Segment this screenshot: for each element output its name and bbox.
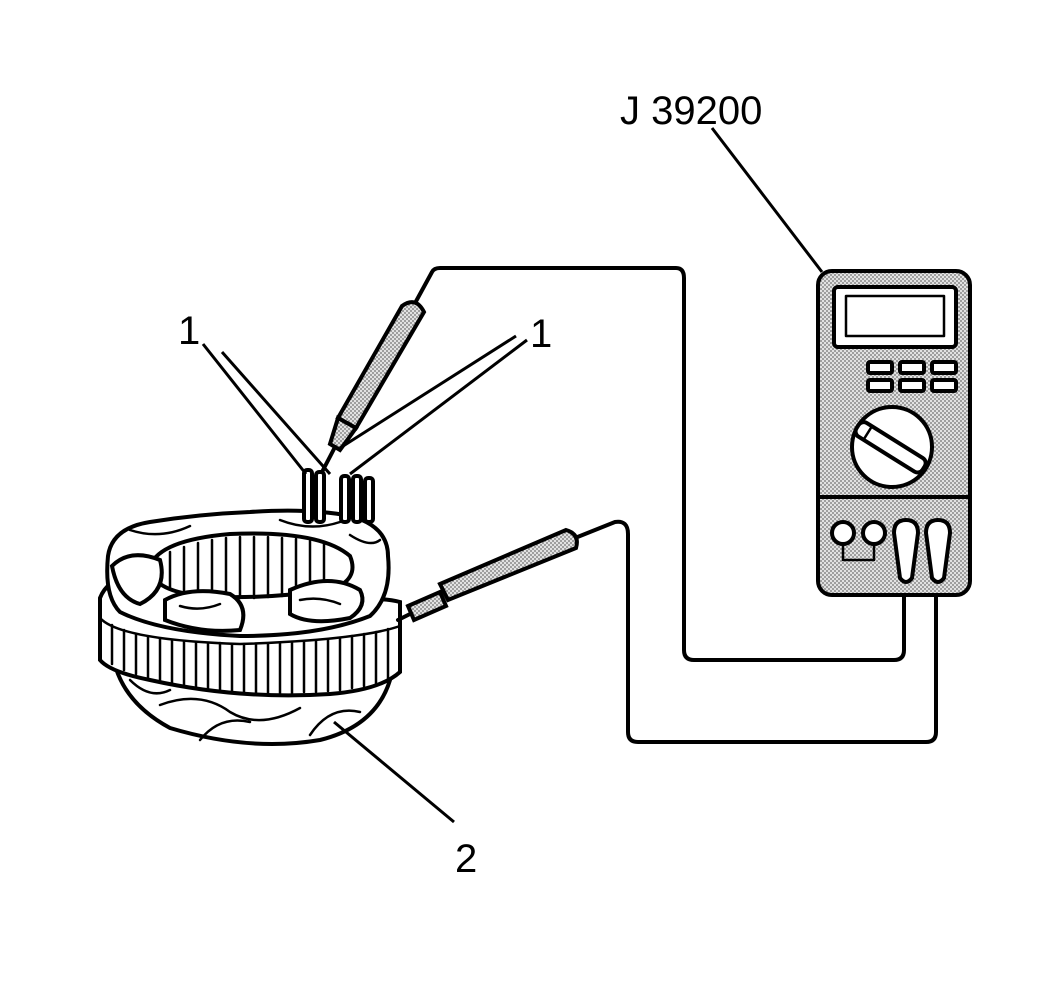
terminal-callout-left: 1 [178, 309, 200, 353]
tool-number-label: J 39200 [620, 89, 762, 133]
meter-input-jacks [830, 517, 953, 584]
meter-display [832, 285, 958, 349]
lower-lead-wire [573, 519, 938, 744]
digital-multimeter [816, 269, 972, 597]
meter-display-window [844, 294, 946, 338]
upper-lead-wire [412, 266, 906, 662]
lower-test-probe [396, 527, 579, 623]
stator-assembly [98, 468, 402, 746]
callout-leaders [201, 127, 824, 824]
test-lead-wires [412, 266, 938, 744]
terminal-callout-right: 1 [530, 312, 552, 356]
upper-test-probe [320, 300, 427, 474]
stator-lamination-slots [110, 623, 390, 695]
stator-callout: 2 [455, 837, 477, 881]
meter-dial-pointer [853, 420, 928, 475]
stator-terminal-leads [302, 468, 375, 524]
meter-buttons [866, 360, 958, 393]
